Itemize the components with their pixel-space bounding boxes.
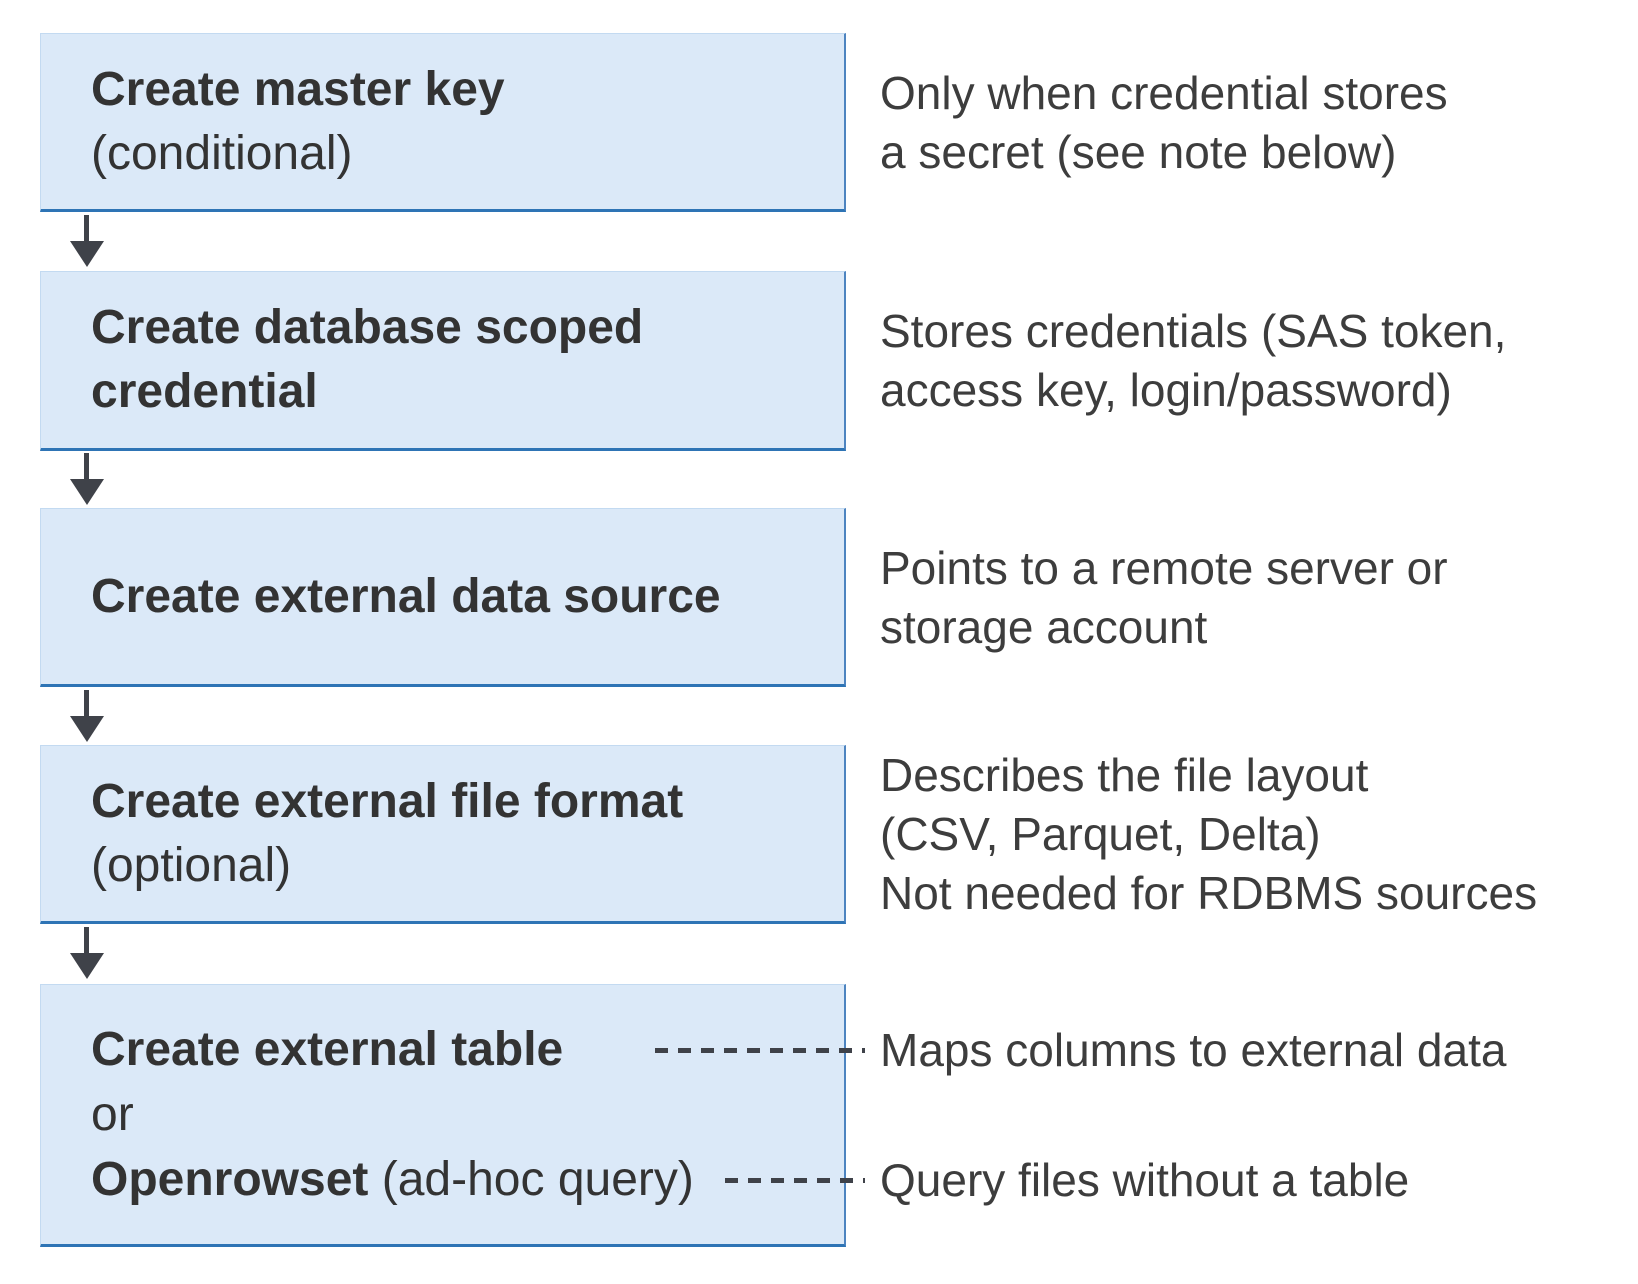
- step-title-external-table: Create external table: [91, 1017, 844, 1082]
- step-conjunction: or: [91, 1088, 134, 1141]
- step-title: Create external file format: [91, 774, 684, 828]
- step-qualifier: (conditional): [91, 126, 353, 180]
- step-title-openrowset: Openrowset (ad-hoc query): [91, 1147, 844, 1212]
- note-external-data-source: Points to a remote server or storage acc…: [880, 541, 1448, 653]
- step-box-scoped-credential: Create database scoped credential: [40, 271, 846, 451]
- step-box-external-table-openrowset: Create external table or Openrowset (ad-…: [40, 984, 846, 1247]
- step-alt-qualifier: (ad-hoc query): [368, 1153, 694, 1206]
- down-arrow-icon: [84, 690, 89, 716]
- note-external-table: Maps columns to external data: [880, 1024, 1507, 1076]
- step-qualifier: (optional): [91, 838, 292, 892]
- down-arrow-icon: [84, 453, 89, 479]
- step-box-external-data-source: Create external data source: [40, 508, 846, 687]
- down-arrow-icon: [84, 927, 89, 953]
- note-openrowset: Query files without a table: [880, 1154, 1410, 1206]
- down-arrow-icon: [84, 215, 89, 241]
- step-alt-title: Openrowset: [91, 1153, 369, 1206]
- step-title: Create database scoped credential: [91, 301, 644, 418]
- step-title: Create master key: [91, 62, 505, 116]
- dashed-connector-external-table: [655, 1048, 865, 1053]
- step-title: Create external table: [91, 1023, 564, 1076]
- dashed-connector-openrowset: [725, 1178, 865, 1183]
- note-external-file-format: Describes the file layout (CSV, Parquet,…: [880, 749, 1538, 919]
- step-box-master-key: Create master key (conditional): [40, 33, 846, 212]
- note-master-key: Only when credential stores a secret (se…: [880, 66, 1448, 178]
- note-scoped-credential: Stores credentials (SAS token, access ke…: [880, 305, 1507, 416]
- step-title: Create external data source: [91, 569, 721, 623]
- step-box-external-file-format: Create external file format (optional): [40, 745, 846, 924]
